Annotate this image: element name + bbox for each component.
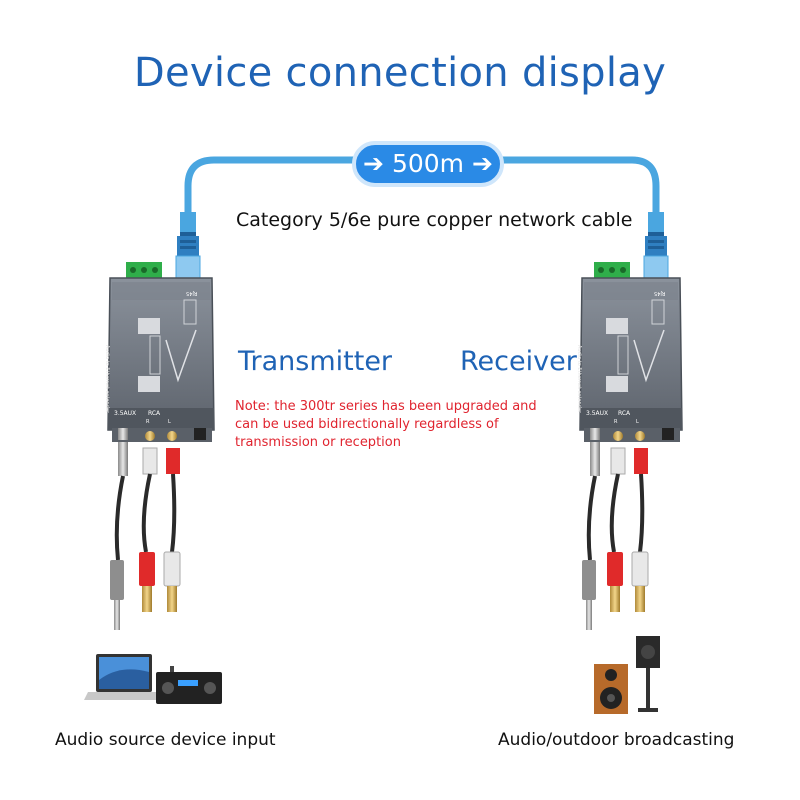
device-body-text: Audio to Ethernet extender [576, 345, 582, 413]
distance-value: 500m [391, 149, 465, 178]
rj45-plug-transmitter [175, 212, 201, 279]
distance-label: ➔ 500m ➔ [352, 141, 504, 187]
laptop-icon [84, 654, 164, 700]
cable-label: Category 5/6e pure copper network cable [236, 209, 633, 231]
device-body-text: Audio to Ethernet extender [104, 345, 110, 413]
rca-l-label: L [168, 419, 171, 425]
rca-r-label: R [146, 419, 150, 425]
rj45-plug-receiver [643, 212, 669, 279]
rj45-label: RJ45 [654, 290, 666, 296]
rj45-label: RJ45 [186, 290, 198, 296]
source-caption: Audio source device input [55, 730, 276, 750]
receiver-audio-cables [582, 442, 649, 630]
network-cable [184, 156, 660, 236]
distance-pill [352, 141, 504, 187]
transmitter-audio-cables [110, 442, 181, 630]
note-line: can be used bidirectionally regardless o… [235, 417, 499, 432]
aux-label: 3.5AUX [586, 410, 609, 417]
aux-label: 3.5AUX [114, 410, 137, 417]
rca-label: RCA [618, 410, 631, 417]
arrow-right-icon: ➔ [363, 149, 384, 178]
receiver-device [579, 262, 683, 442]
destination-caption: Audio/outdoor broadcasting [498, 730, 735, 750]
transmitter-label: Transmitter [238, 346, 393, 377]
audio-amplifier-icon [156, 666, 222, 704]
receiver-label: Receiver [460, 346, 577, 377]
note-line: transmission or reception [235, 435, 401, 450]
page-title: Device connection display [133, 50, 667, 96]
rca-r-label: R [614, 419, 618, 425]
note-line: Note: the 300tr series has been upgraded… [235, 399, 537, 414]
rca-l-label: L [636, 419, 639, 425]
speaker-icon [594, 636, 660, 714]
rca-label: RCA [148, 410, 161, 417]
arrow-right-icon: ➔ [471, 149, 493, 178]
transmitter-device [107, 262, 215, 442]
